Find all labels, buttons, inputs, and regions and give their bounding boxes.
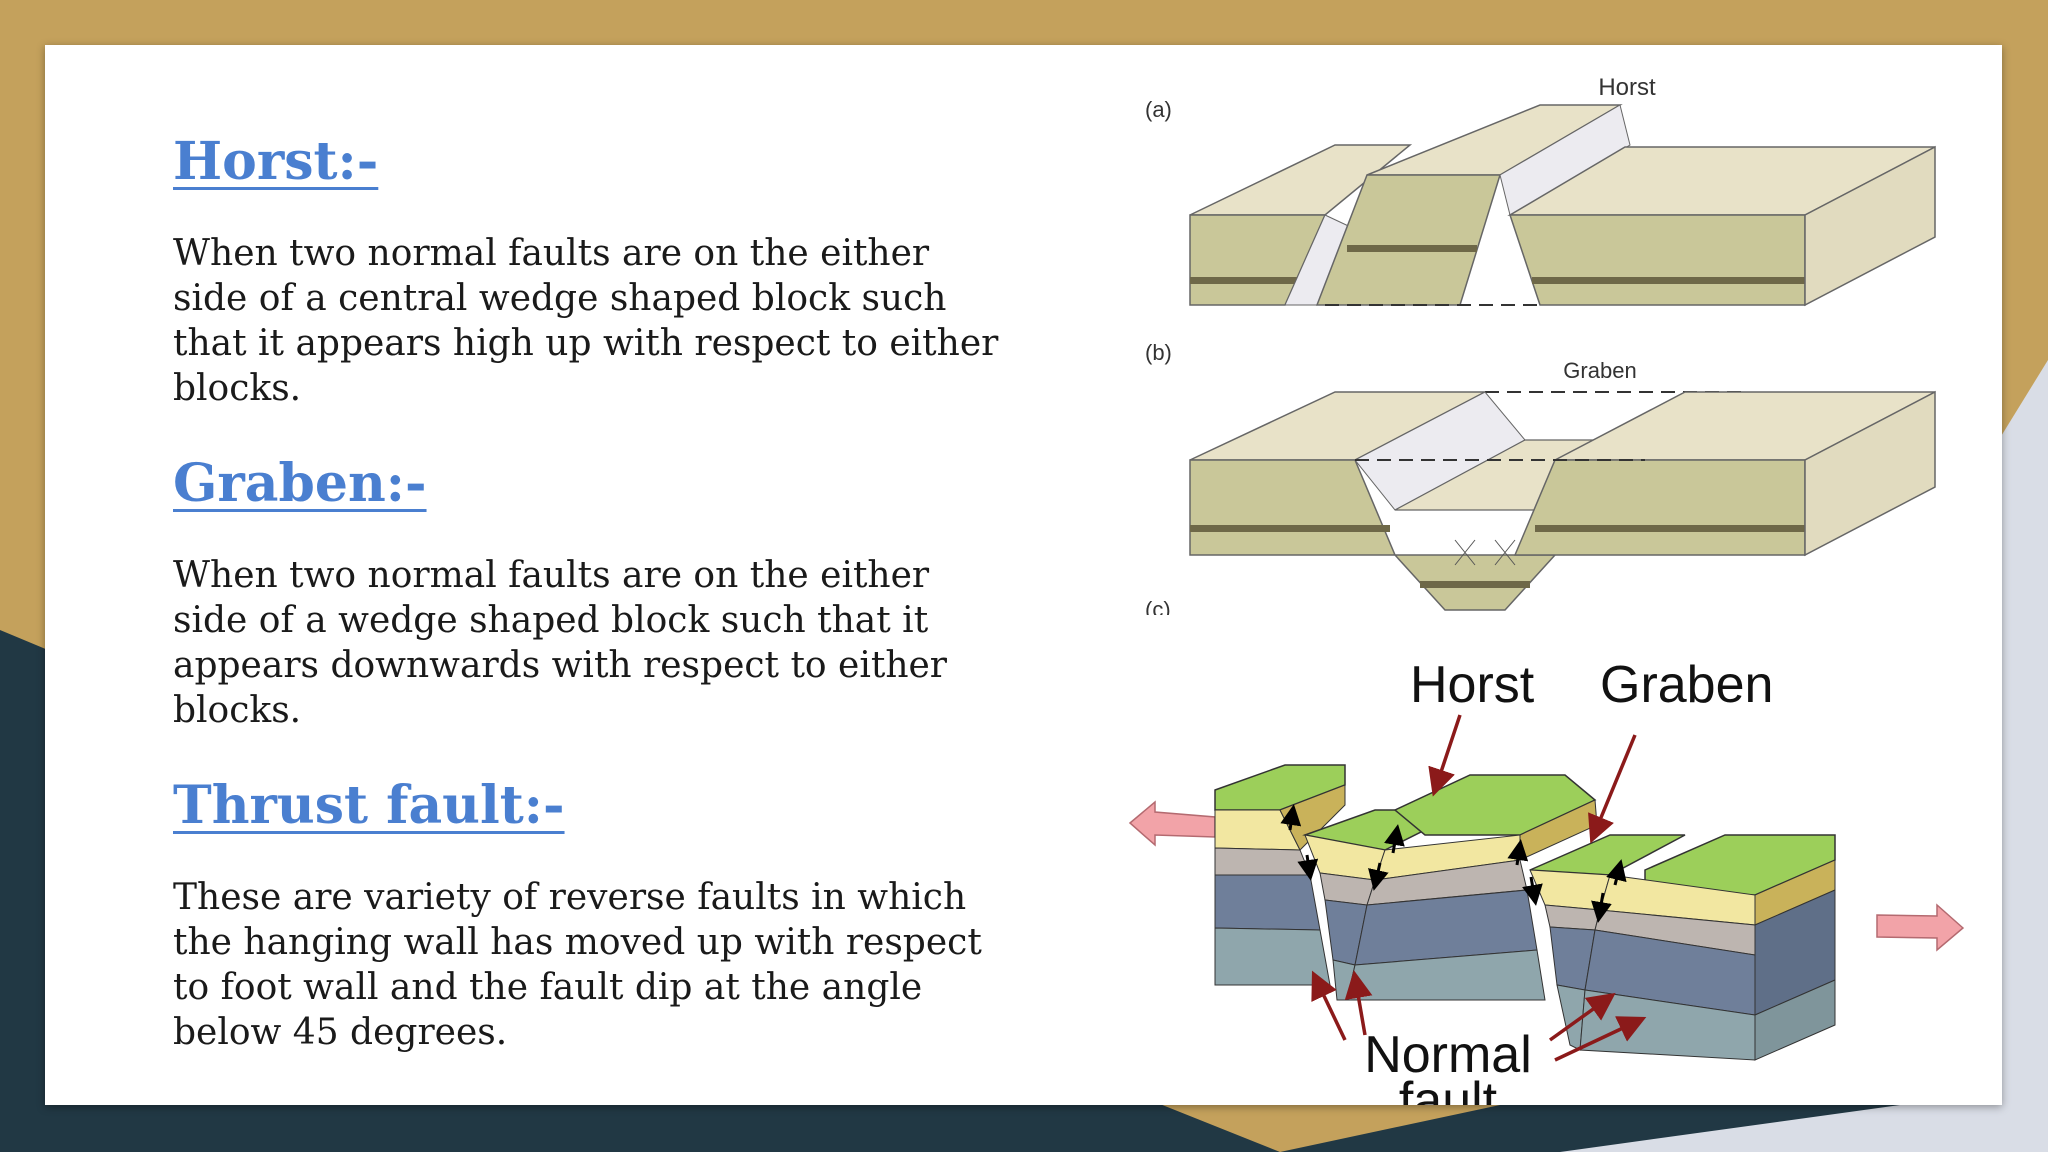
thrust-fault-description: These are variety of reverse faults in w… (173, 877, 982, 1053)
horst-heading: Horst:- (173, 131, 379, 192)
horst-block (1189, 104, 1936, 307)
label-normal: Normal (1364, 1026, 1532, 1084)
panel-a-title: Horst (1598, 74, 1656, 101)
label-pointers (1311, 714, 1647, 1062)
extension-arrow-left (1128, 800, 1216, 847)
panel-b-title: Graben (1563, 358, 1636, 383)
fault-motion-arrows (1280, 804, 1627, 923)
thrust-fault-heading: Thrust fault:- (173, 775, 565, 836)
panel-b-label: (b) (1145, 340, 1172, 365)
fault-blocks (1214, 764, 1836, 1061)
text-column: Horst:- When two normal faults are on th… (173, 85, 1013, 1055)
panel-a-label: (a) (1145, 97, 1172, 122)
label-fault: fault (1399, 1072, 1498, 1105)
label-graben: Graben (1600, 656, 1773, 714)
graben-block (1189, 390, 1936, 611)
panel-c-label: (c) (1145, 597, 1171, 615)
graben-heading: Graben:- (173, 453, 427, 514)
slide-card: Horst:- When two normal faults are on th… (45, 45, 2002, 1105)
graben-description: When two normal faults are on the either… (173, 555, 948, 731)
extension-arrow-right (1876, 903, 1965, 952)
label-horst: Horst (1410, 656, 1535, 714)
normal-fault-diagram: Horst Graben (1128, 656, 1965, 1105)
horst-description: When two normal faults are on the either… (173, 233, 999, 409)
horst-graben-diagram: (a) Horst (b) Grab (1145, 74, 1936, 615)
